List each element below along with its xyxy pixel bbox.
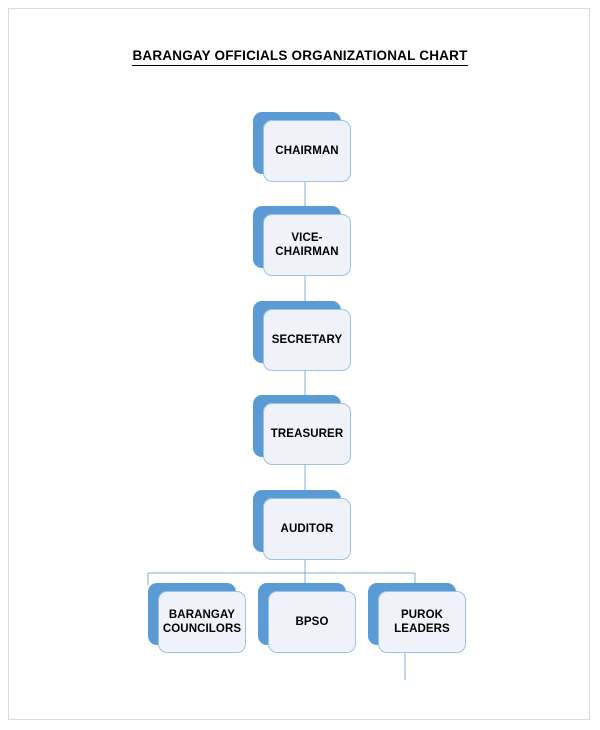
node-barangay-councilors-label: BARANGAY COUNCILORS <box>162 608 242 635</box>
node-secretary-face: SECRETARY <box>263 309 351 371</box>
node-purok-leaders-label: PUROK LEADERS <box>394 608 450 635</box>
node-vice-chairman[interactable]: VICE- CHAIRMAN <box>253 206 352 277</box>
node-chairman-face: CHAIRMAN <box>263 120 351 182</box>
node-purok-leaders-face: PUROK LEADERS <box>378 591 466 653</box>
node-bpso[interactable]: BPSO <box>258 583 357 654</box>
node-vice-chairman-face: VICE- CHAIRMAN <box>263 214 351 276</box>
node-vice-chairman-label: VICE- CHAIRMAN <box>275 231 339 258</box>
node-chairman-label: CHAIRMAN <box>275 144 339 157</box>
node-barangay-councilors-face: BARANGAY COUNCILORS <box>158 591 246 653</box>
node-secretary[interactable]: SECRETARY <box>253 301 352 372</box>
page-title-text: BARANGAY OFFICIALS ORGANIZATIONAL CHART <box>132 48 468 66</box>
node-auditor-face: AUDITOR <box>263 498 351 560</box>
node-bpso-label: BPSO <box>295 615 329 628</box>
node-barangay-councilors[interactable]: BARANGAY COUNCILORS <box>148 583 247 654</box>
node-secretary-label: SECRETARY <box>271 333 343 346</box>
node-purok-leaders[interactable]: PUROK LEADERS <box>368 583 467 654</box>
node-bpso-face: BPSO <box>268 591 356 653</box>
node-auditor[interactable]: AUDITOR <box>253 490 352 561</box>
node-treasurer[interactable]: TREASURER <box>253 395 352 466</box>
node-treasurer-label: TREASURER <box>270 427 344 440</box>
page-title: BARANGAY OFFICIALS ORGANIZATIONAL CHART <box>0 48 600 66</box>
node-chairman[interactable]: CHAIRMAN <box>253 112 352 183</box>
node-treasurer-face: TREASURER <box>263 403 351 465</box>
node-auditor-label: AUDITOR <box>280 522 334 535</box>
